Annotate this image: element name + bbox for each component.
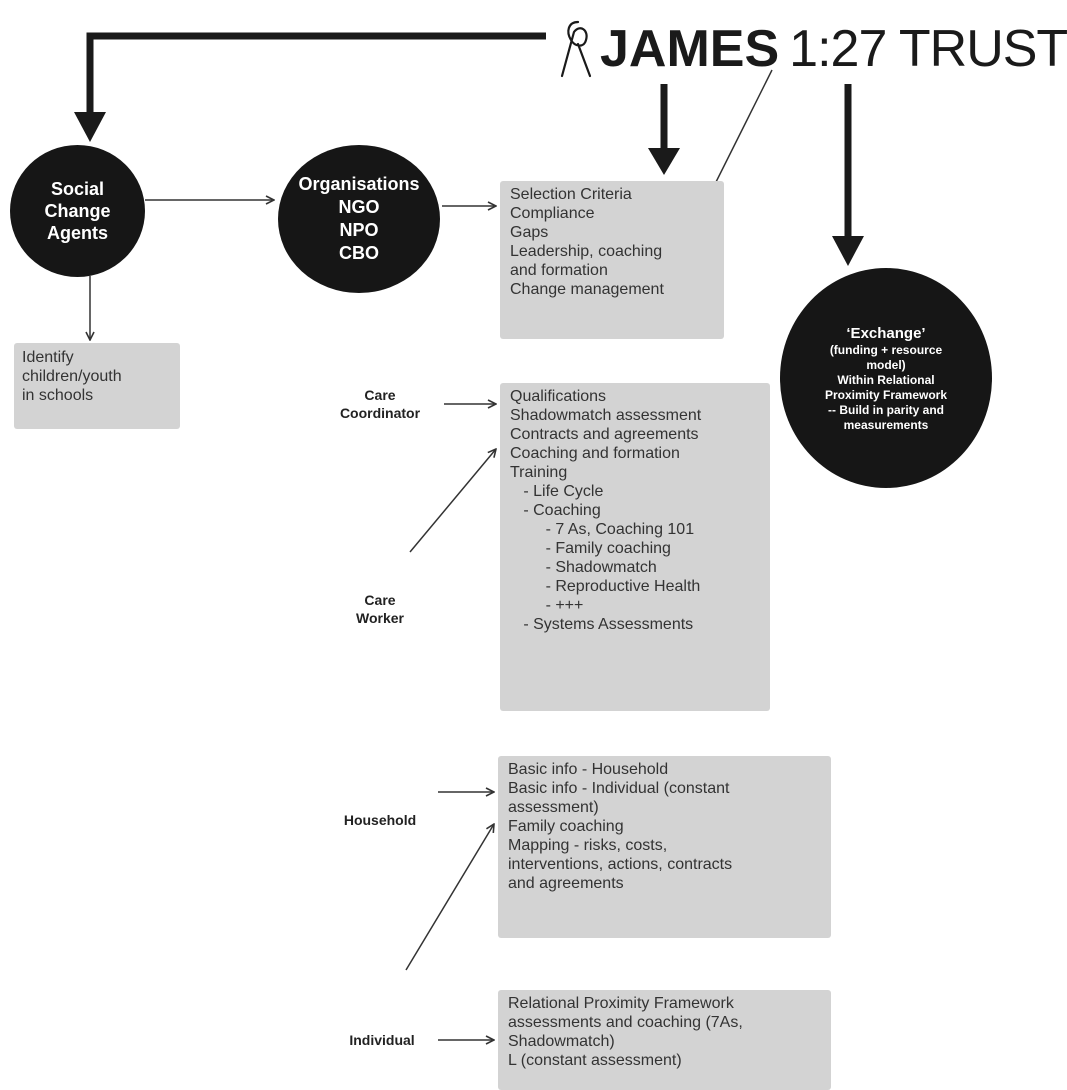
box-line: Contracts and agreements: [510, 426, 699, 443]
box-line: Shadowmatch assessment: [510, 407, 702, 424]
node-line: Organisations: [298, 174, 420, 194]
box-line: - Coaching: [510, 502, 601, 519]
arrowhead-exchange: [832, 236, 864, 266]
household-label: Household: [320, 811, 440, 829]
arrow-care-worker: [409, 449, 496, 553]
box-line: Compliance: [510, 205, 595, 222]
node-line: measurements: [843, 417, 929, 432]
box-line: Leadership, coaching: [510, 243, 663, 260]
care-qualifications-box: Qualifications Shadowmatch assessment Co…: [500, 383, 770, 711]
arrow-logo-to-social-change-agents: [86, 32, 546, 120]
node-line: -- Build in parity and: [828, 402, 944, 417]
care-worker-label: Care Worker: [328, 591, 432, 627]
role-line: Coordinator: [339, 405, 421, 421]
node-line: Agents: [46, 223, 108, 243]
box-line: - Life Cycle: [510, 483, 604, 500]
node-line: NGO: [338, 197, 380, 217]
box-line: Identify: [22, 349, 74, 366]
exchange-node: ‘Exchange’ (funding + resource model) Wi…: [780, 268, 992, 488]
box-line: Coaching and formation: [510, 445, 680, 462]
role-line: Worker: [356, 610, 404, 626]
box-line: - +++: [510, 597, 584, 614]
box-line: assessment): [508, 799, 599, 816]
box-line: Basic info - Individual (constant: [508, 780, 730, 797]
box-line: Mapping - risks, costs,: [508, 837, 668, 854]
box-line: Family coaching: [508, 818, 624, 835]
box-line: Selection Criteria: [510, 186, 632, 203]
arrowhead-selection: [648, 148, 680, 175]
connector-layer: [74, 32, 864, 1090]
box-line: - 7 As, Coaching 101: [510, 521, 695, 538]
selection-criteria-box: Selection Criteria Compliance Gaps Leade…: [500, 181, 724, 339]
logo-suffix: 1:27 TRUST: [789, 20, 1067, 78]
care-coordinator-label: Care Coordinator: [320, 386, 440, 422]
household-info-box: Basic info - Household Basic info - Indi…: [498, 756, 831, 938]
logo-brand: JAMES: [600, 20, 780, 78]
arrow-individual-to-household: [405, 824, 494, 971]
box-line: Change management: [510, 281, 664, 298]
organisations-node: Organisations NGO NPO CBO: [278, 145, 440, 293]
box-line: - Shadowmatch: [510, 559, 657, 576]
node-line: Within Relational: [837, 372, 935, 387]
node-line: model): [866, 357, 906, 372]
box-line: Relational Proximity Framework: [508, 995, 734, 1012]
role-line: Household: [343, 812, 417, 828]
node-line: Proximity Framework: [824, 387, 948, 402]
box-line: interventions, actions, contracts: [508, 856, 733, 873]
box-line: Basic info - Household: [508, 761, 669, 778]
box-line: Shadowmatch): [508, 1033, 615, 1050]
role-line: Care: [364, 592, 396, 608]
awareness-ribbon-icon: [560, 20, 592, 78]
individual-label: Individual: [322, 1031, 442, 1049]
box-line: Training: [510, 464, 568, 481]
box-line: - Systems Assessments: [510, 616, 694, 633]
role-line: Individual: [349, 1032, 415, 1048]
social-change-agents-node: Social Change Agents: [10, 145, 145, 277]
box-line: and formation: [510, 262, 608, 279]
identify-children-box: Identify children/youth in schools: [14, 343, 180, 429]
node-line: Change: [44, 201, 111, 221]
james-trust-logo: JAMES 1:27 TRUST: [556, 14, 1067, 84]
node-line: Social: [50, 179, 105, 199]
box-line: - Family coaching: [510, 540, 671, 557]
node-line: (funding + resource: [829, 342, 943, 357]
individual-framework-box: Relational Proximity Framework assessmen…: [498, 990, 831, 1090]
arrowhead-social-change-agents: [74, 112, 106, 142]
exchange-title: ‘Exchange’: [846, 324, 926, 342]
box-line: Qualifications: [510, 388, 607, 405]
box-line: L (constant assessment): [508, 1052, 682, 1069]
role-line: Care: [364, 387, 396, 403]
box-line: Gaps: [510, 224, 549, 241]
node-line: NPO: [339, 220, 379, 240]
node-line: CBO: [339, 243, 379, 263]
box-line: assessments and coaching (7As,: [508, 1014, 743, 1031]
box-line: - Reproductive Health: [510, 578, 701, 595]
box-line: and agreements: [508, 875, 624, 892]
box-line: in schools: [22, 387, 94, 404]
box-line: children/youth: [22, 368, 122, 385]
